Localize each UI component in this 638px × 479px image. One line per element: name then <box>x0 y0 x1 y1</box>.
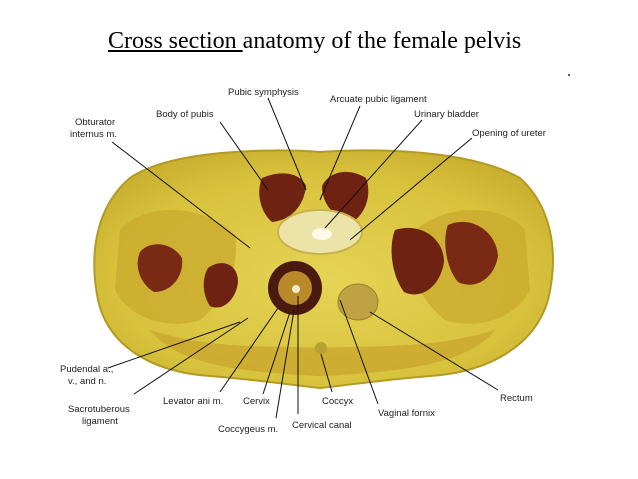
label-obturator-2: internus m. <box>70 129 117 140</box>
label-coccygeus: Coccygeus m. <box>218 424 278 435</box>
rectum <box>337 283 379 321</box>
label-rectum: Rectum <box>500 393 533 404</box>
label-urinary-bladder: Urinary bladder <box>414 109 479 120</box>
label-cervix: Cervix <box>243 396 270 407</box>
label-sacrotuberous-2: ligament <box>82 416 118 427</box>
pubis-right <box>322 171 369 222</box>
page-title: Cross section anatomy of the female pelv… <box>108 28 521 55</box>
ischium-right <box>391 227 444 295</box>
femur-head-left <box>137 244 183 292</box>
label-arcuate-pubic-ligament: Arcuate pubic ligament <box>330 94 427 105</box>
leader-lines <box>107 97 499 419</box>
stray-dot <box>568 74 570 76</box>
femur-head-right <box>445 221 498 285</box>
label-pudendal-2: v., and n. <box>68 376 106 387</box>
label-cervical-canal: Cervical canal <box>292 420 352 431</box>
label-vaginal-fornix: Vaginal fornix <box>378 408 435 419</box>
title-rest: anatomy of the female pelvis <box>242 28 522 54</box>
label-coccyx: Coccyx <box>322 396 353 407</box>
cervical-canal <box>292 285 300 293</box>
coccyx <box>315 342 327 354</box>
label-body-of-pubis: Body of pubis <box>156 109 214 120</box>
label-obturator-1: Obturator <box>75 117 115 128</box>
label-sacrotuberous-1: Sacrotuberous <box>68 404 130 415</box>
label-pudendal-1: Pudendal a., <box>60 364 113 375</box>
label-levator-ani: Levator ani m. <box>163 396 223 407</box>
title-underlined: Cross section <box>108 28 243 54</box>
label-pubic-symphysis: Pubic symphysis <box>228 87 299 98</box>
pubis-left <box>259 173 306 222</box>
label-opening-of-ureter: Opening of ureter <box>472 128 546 139</box>
ischium-left <box>203 263 238 308</box>
ureter-opening <box>312 228 332 240</box>
